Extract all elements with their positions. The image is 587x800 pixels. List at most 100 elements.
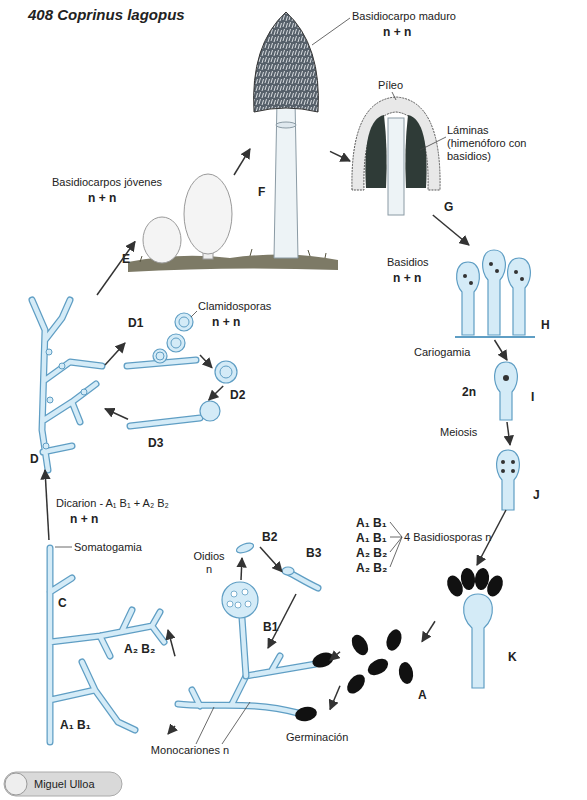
stage-region: A₁ B₁A₁ B₁A₂ B₂A₂ B₂4 Basidiosporas nK [435, 565, 505, 690]
leader-line [392, 92, 446, 150]
stage-letter: n + n [70, 512, 98, 526]
stage-caption: Germinación [286, 731, 348, 744]
stage-letter: D2 [230, 388, 245, 402]
cycle-arrow [495, 340, 508, 360]
stage-letter: n + n [88, 191, 116, 205]
cycle-arrow [507, 422, 510, 445]
cycle-arrow [260, 547, 282, 572]
hypha [50, 548, 164, 742]
annulus [276, 122, 296, 128]
basidium [508, 258, 531, 335]
cycle-arrow [241, 558, 242, 580]
chlamydospore [220, 366, 232, 378]
process-label: Cariogamia [414, 346, 470, 359]
cycle-arrow [433, 215, 469, 245]
stage-letter: n + n [212, 315, 240, 329]
stage-letter: A₂ B₂ [356, 561, 387, 575]
diagram-title: 408 Coprinus lagopus [28, 6, 185, 23]
stage-region: DDicarion - A₁ B₁ + A₂ B₂n + n [25, 295, 105, 470]
stage-letter: E [122, 252, 130, 266]
nuclei [501, 460, 515, 473]
stage-caption: Clamidosporas [198, 300, 271, 313]
cycle-arrow [105, 409, 128, 419]
stage-letter: D [30, 452, 39, 466]
stage-letter: H [541, 318, 550, 332]
hypha [130, 418, 200, 426]
young-basidiocarp [184, 174, 232, 254]
stage-caption: Somatogamia [74, 541, 142, 554]
stage-region: Basidiocarpo maduron + nF [250, 10, 330, 258]
stage-letter: A₁ B₁ [356, 516, 387, 530]
stage-caption: Basidiocarpo maduro [352, 10, 456, 23]
cycle-arrow [168, 630, 175, 656]
stipe-section [388, 118, 404, 215]
young-basidiocarp [143, 217, 181, 263]
stage-letter: A₂ B₂ [356, 546, 387, 560]
stage-caption: Píleo [378, 79, 403, 92]
stage-caption: Oidios n [190, 550, 228, 576]
stage-region: B3 [282, 562, 322, 594]
bracket [390, 522, 402, 567]
stage-letter: B2 [262, 530, 277, 544]
oidia [227, 589, 251, 608]
diploid-nucleus [503, 375, 509, 381]
leader-line [196, 702, 250, 744]
stage-caption: Láminas (himenóforo con basidios) [447, 124, 532, 164]
cycle-arrow [422, 621, 435, 641]
leader-line [312, 18, 350, 45]
basidium [497, 450, 520, 510]
stage-letter: K [508, 650, 517, 664]
stage-region: B2 [230, 536, 260, 558]
stage-region: 2nI [488, 360, 526, 422]
cycle-arrow [168, 726, 175, 734]
stage-region: PíleoLáminas (himenóforo con basidios)G [350, 95, 442, 215]
basidium [495, 362, 518, 420]
watermark-logo [5, 773, 27, 795]
stage-region: Basidiosn + nH [452, 245, 537, 340]
basidiospores [444, 567, 506, 599]
stage-letter: B1 [263, 620, 278, 634]
basidium [483, 250, 506, 335]
stage-letter: A [418, 688, 427, 702]
lamella [365, 115, 386, 188]
hypha [288, 572, 318, 588]
stage-region: J [490, 445, 530, 510]
hypha [288, 572, 318, 588]
cycle-arrow [200, 355, 212, 368]
chlamydospores [153, 313, 193, 363]
pileus [254, 12, 319, 112]
stage-region: SomatogamiaCA₂ B₂A₁ B₁ [40, 540, 168, 740]
clamp-connections [43, 349, 87, 449]
stage-region: Basidiocarpos jóvenesn + nE [135, 175, 245, 270]
cycle-arrow [97, 242, 135, 296]
basidium [464, 594, 493, 688]
stage-letter: A₂ B₂ [124, 642, 155, 656]
stage-letter: B3 [306, 546, 321, 560]
stage-caption: Basidiocarpos jóvenes [52, 176, 162, 189]
basidiospores [344, 627, 415, 697]
cycle-arrow [330, 151, 350, 161]
cycle-arrow [45, 470, 49, 540]
stage-letter: J [533, 488, 540, 502]
germinating-chlamydospore [200, 401, 220, 421]
stage-letter: C [58, 596, 67, 610]
oidiophore [222, 582, 258, 618]
stage-region: Oidios nB1 [220, 580, 262, 638]
oidium [235, 541, 255, 555]
chlamydospore [215, 361, 237, 383]
stage-caption: Monocariones n [150, 744, 230, 757]
stage-letter: F [258, 185, 265, 199]
stage-region: D2 [212, 358, 240, 386]
stage-letter: n + n [393, 271, 421, 285]
hypha [242, 618, 246, 676]
stage-region: D3 [128, 400, 223, 432]
nuclei [463, 262, 524, 285]
hypha [242, 618, 246, 676]
stage-letter: A₁ B₁ [356, 531, 387, 545]
cycle-arrow [105, 343, 125, 365]
hypha [50, 548, 164, 742]
stage-caption: Basidios [387, 256, 429, 269]
